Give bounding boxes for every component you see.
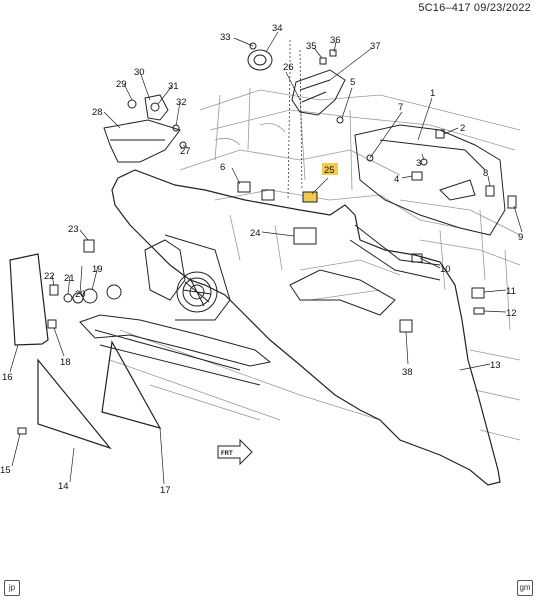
grommet-19b [106, 284, 122, 300]
callout-23: 23 [68, 224, 79, 235]
callout-11: 11 [506, 286, 516, 297]
callout-6: 6 [220, 162, 225, 173]
clip-24 [293, 227, 317, 245]
upper-lamp-37 [291, 69, 346, 116]
callout-36: 36 [330, 35, 341, 46]
clip-18 [47, 319, 57, 329]
clip-5 [336, 116, 344, 124]
clip-12 [473, 307, 485, 315]
clip-4 [411, 171, 423, 181]
callout-2: 2 [460, 123, 465, 134]
clip-8 [485, 185, 495, 197]
clip-38 [399, 319, 413, 333]
callout-14: 14 [58, 481, 69, 492]
clip-29 [127, 99, 137, 109]
fastener-22 [49, 284, 59, 296]
callout-16: 16 [2, 372, 13, 383]
upper-rear-trim-1 [354, 124, 506, 236]
callout-33: 33 [220, 32, 231, 43]
clip-27 [179, 141, 187, 149]
panel-upper-edge [349, 224, 441, 281]
fastener-23 [83, 239, 95, 253]
callout-17: 17 [160, 485, 171, 496]
callouts: 1 2 3 4 5 6 7 8 9 10 11 12 13 14 15 16 1… [0, 23, 523, 496]
speaker-opening [164, 234, 231, 321]
callout-22: 22 [44, 271, 55, 282]
callout-27: 27 [180, 146, 191, 157]
callout-18: 18 [60, 357, 71, 368]
clip-36 [329, 49, 337, 57]
callout-32: 32 [176, 97, 187, 108]
forward-label: FRT [221, 451, 233, 457]
clip-11 [471, 287, 485, 299]
callout-19: 19 [92, 264, 103, 275]
triangle-panel-14 [37, 358, 112, 450]
callout-9: 9 [518, 232, 523, 243]
callout-29: 29 [116, 79, 127, 90]
callout-20: 20 [75, 289, 86, 300]
clip-33 [249, 42, 257, 50]
panel-recess [144, 239, 186, 301]
callout-31: 31 [168, 81, 179, 92]
clip-35 [319, 57, 327, 65]
diagram-reference: 5C16–417 09/23/2022 [418, 2, 531, 14]
speaker [176, 271, 218, 313]
callout-25-highlight [322, 163, 338, 175]
clip-6b [261, 189, 275, 201]
panel-handle-recess [289, 269, 396, 316]
triangle-panel-17 [101, 340, 162, 429]
trim-clip-slot [439, 179, 476, 201]
callout-4: 4 [394, 174, 399, 185]
grommet-19 [82, 288, 98, 304]
callout-5: 5 [350, 77, 355, 88]
callout-12: 12 [506, 308, 517, 319]
callout-13: 13 [490, 360, 501, 371]
clip-7 [366, 154, 374, 162]
callout-28: 28 [92, 107, 103, 118]
bracket-30 [144, 94, 169, 121]
callout-24: 24 [250, 228, 261, 239]
callout-35: 35 [306, 41, 317, 52]
callout-30: 30 [134, 67, 145, 78]
callout-34: 34 [272, 23, 283, 34]
tweeter-34 [247, 49, 273, 71]
callout-3: 3 [416, 158, 421, 169]
callout-26: 26 [283, 62, 294, 73]
callout-38: 38 [402, 367, 413, 378]
side-panel-16 [9, 253, 49, 346]
fastener-21 [63, 293, 73, 303]
clip-10 [411, 253, 423, 263]
corner-badge-right: gm [517, 580, 533, 596]
callout-7: 7 [398, 102, 403, 113]
callout-10: 10 [440, 264, 451, 275]
clip-25-highlight [302, 191, 318, 203]
callout-1: 1 [430, 88, 435, 99]
quarter-trim-panel [111, 169, 501, 486]
sill-plate [79, 314, 272, 367]
callout-37: 37 [370, 41, 381, 52]
callout-25: 25 [324, 165, 335, 176]
forward-arrow-icon [217, 438, 253, 466]
pillar-trim-28 [103, 119, 181, 163]
callout-21: 21 [64, 273, 75, 284]
leader-lines [9, 31, 523, 485]
clip-6 [237, 181, 251, 193]
callout-15: 15 [0, 465, 11, 476]
clip-9 [507, 195, 517, 209]
corner-badge-left: jp [4, 580, 20, 596]
clip-15 [17, 427, 27, 435]
callout-8: 8 [483, 168, 488, 179]
